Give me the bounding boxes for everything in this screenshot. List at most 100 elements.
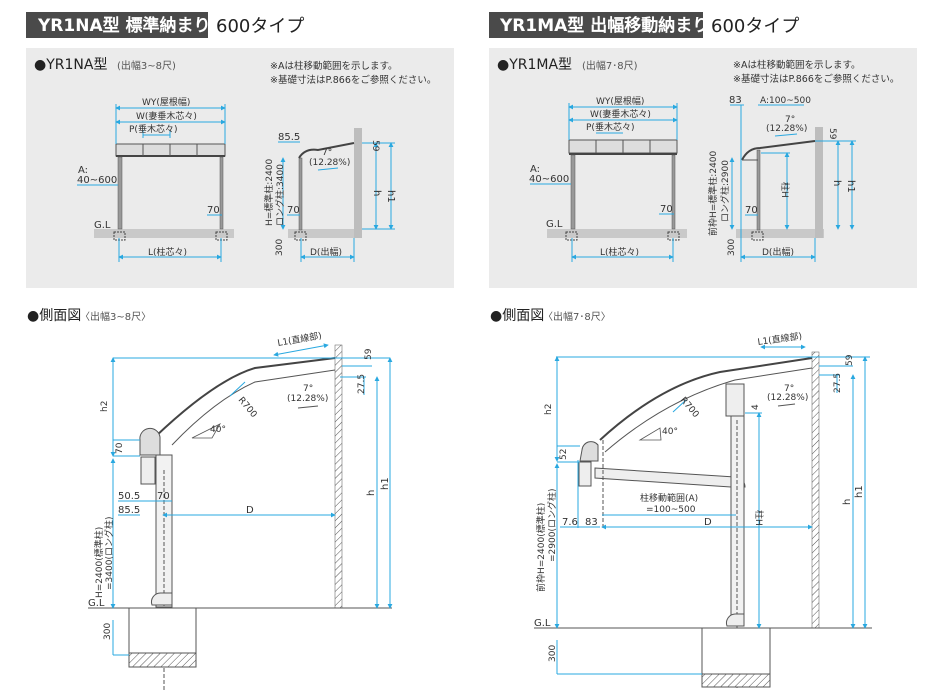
pitch-label: (12.28%) bbox=[287, 394, 328, 404]
l-label: L(柱芯々) bbox=[148, 246, 187, 258]
dim-59: 59 bbox=[370, 140, 380, 152]
dim-27-5: 27.5 bbox=[833, 373, 843, 393]
note-2: ※基礎寸法はP.866をご参照ください。 bbox=[270, 74, 436, 86]
dim-50-5: 50.5 bbox=[118, 491, 140, 502]
right-side-view: 83 A:100~500 7° (12.28%) 59 h h1 柱H 前枠H=… bbox=[707, 95, 856, 262]
dim-59: 59 bbox=[827, 128, 837, 140]
w-label: W(妻垂木芯々) bbox=[590, 108, 651, 120]
model-subtitle: (出幅3~8尺) bbox=[117, 59, 176, 72]
a-range: 40~600 bbox=[77, 175, 117, 186]
angle-7-label: 7° bbox=[303, 384, 313, 394]
angle-label: 7° bbox=[785, 115, 795, 125]
dim-59: 59 bbox=[845, 354, 855, 366]
w-label: W(妻垂木芯々) bbox=[136, 110, 197, 122]
dim-59: 59 bbox=[364, 348, 374, 360]
model-title: ●YR1NA型 bbox=[34, 57, 107, 73]
angle-label: 7° bbox=[322, 148, 332, 158]
h1-label: h1 bbox=[845, 180, 856, 193]
dim-70: 70 bbox=[157, 491, 170, 502]
l1-label: L1(直線部) bbox=[757, 330, 803, 348]
left-header: YR1NA型 標準納まり 600タイプ bbox=[26, 12, 304, 38]
note-2: ※基礎寸法はP.866をご参照ください。 bbox=[733, 73, 899, 85]
dim-83: 83 bbox=[729, 95, 742, 106]
p-label: P(垂木芯々) bbox=[586, 121, 634, 133]
header-title: YR1MA型 出幅移動納まり bbox=[499, 15, 709, 36]
a-label: A: bbox=[530, 164, 540, 175]
seventy-label: 70 bbox=[287, 205, 300, 216]
r700-label: R700 bbox=[678, 396, 701, 421]
wy-label: WY(屋根幅) bbox=[142, 96, 190, 108]
dim-83: 83 bbox=[585, 517, 598, 528]
l1-label: L1(直線部) bbox=[276, 329, 322, 349]
move-range-label: 柱移動範囲(A) bbox=[640, 492, 698, 504]
a-label: A: bbox=[78, 165, 88, 176]
h-standard-label: 前枠H=2400(標準柱) bbox=[535, 503, 547, 592]
model-subtitle: (出幅7･8尺) bbox=[582, 59, 638, 72]
dim-70-vertical: 70 bbox=[115, 442, 125, 454]
move-range-value: =100~500 bbox=[646, 505, 696, 515]
h-label: h bbox=[842, 499, 853, 505]
gl-label: G.L bbox=[88, 598, 105, 609]
seventy-label: 70 bbox=[745, 205, 758, 216]
left-side-view: 85.5 7° (12.28%) 59 h h1 H=標準柱:2400 ロング柱… bbox=[263, 128, 396, 262]
gl-label: G.L bbox=[534, 618, 551, 629]
r700-label: R700 bbox=[236, 396, 259, 421]
angle-40-label: 40° bbox=[210, 425, 226, 435]
dim-85-5: 85.5 bbox=[118, 505, 140, 516]
right-top-panel bbox=[489, 48, 917, 288]
right-header: YR1MA型 出幅移動納まり 600タイプ bbox=[489, 12, 799, 38]
seventy-label: 70 bbox=[207, 205, 220, 216]
dim-4: 4 bbox=[751, 404, 761, 410]
wy-label: WY(屋根幅) bbox=[596, 95, 644, 107]
header-type: 600タイプ bbox=[711, 16, 799, 37]
left-top-panel bbox=[26, 48, 454, 288]
h-label: h bbox=[371, 190, 382, 196]
h2-label: h2 bbox=[100, 401, 110, 412]
d-label: D(出幅) bbox=[762, 246, 794, 258]
dim-300: 300 bbox=[548, 645, 558, 662]
a-range: A:100~500 bbox=[760, 96, 811, 106]
h-label: h bbox=[366, 490, 377, 496]
h-standard-label: H=標準柱:2400 bbox=[263, 158, 275, 226]
pitch-label: (12.28%) bbox=[309, 158, 350, 168]
h1-label: h1 bbox=[854, 485, 865, 498]
dim-300: 300 bbox=[103, 623, 113, 640]
l-label: L(柱芯々) bbox=[600, 246, 639, 258]
h-long-label: =3400(ロング柱) bbox=[103, 517, 115, 590]
h-standard-label: 前枠H=標準柱:2400 bbox=[707, 150, 719, 236]
angle-40-label: 40° bbox=[662, 427, 678, 437]
dim-300: 300 bbox=[727, 239, 737, 256]
column-h-label: 柱H bbox=[779, 182, 791, 198]
h-long-label: =2900(ロング柱) bbox=[546, 489, 558, 562]
header-box bbox=[26, 12, 208, 38]
column-h-label: 柱H bbox=[753, 510, 765, 526]
dim-27-5: 27.5 bbox=[357, 374, 367, 394]
h1-label: h1 bbox=[380, 477, 391, 490]
right-section-view: L1(直線部) h2 52 R700 40° 7° (12.28%) 4 59 … bbox=[534, 330, 872, 690]
dim-85-5: 85.5 bbox=[278, 132, 300, 143]
dim-52: 52 bbox=[559, 449, 569, 460]
angle-7-label: 7° bbox=[784, 384, 794, 394]
d-label: D bbox=[704, 517, 712, 528]
dim-7-6: 7.6 bbox=[562, 517, 578, 528]
right-front-view: WY(屋根幅) W(妻垂木芯々) P(垂木芯々) A: 40~600 70 G.… bbox=[529, 95, 687, 262]
h-long-label: ロング柱:2900 bbox=[719, 160, 731, 222]
gl-label: G.L bbox=[546, 219, 563, 230]
pitch-label: (12.28%) bbox=[766, 124, 807, 134]
d-label: D(出幅) bbox=[310, 246, 342, 258]
header-box bbox=[489, 12, 703, 38]
note-1: ※Aは柱移動範囲を示します。 bbox=[270, 60, 398, 72]
model-title: ●YR1MA型 bbox=[497, 57, 572, 73]
h1-label: h1 bbox=[385, 190, 396, 203]
left-section-view: L1(直線部) h2 70 R700 40° 7° (12.28%) 59 27… bbox=[88, 329, 393, 690]
seventy-label: 70 bbox=[660, 204, 673, 215]
h-long-label: ロング柱:3400 bbox=[274, 164, 286, 226]
header-type: 600タイプ bbox=[216, 16, 304, 37]
d-label: D bbox=[246, 505, 254, 516]
header-title: YR1NA型 標準納まり bbox=[37, 15, 211, 36]
p-label: P(垂木芯々) bbox=[129, 123, 177, 135]
dim-300: 300 bbox=[275, 239, 285, 256]
h-standard-label: H=2400(標準柱) bbox=[93, 527, 105, 598]
section-title: ●側面図 bbox=[490, 308, 544, 324]
